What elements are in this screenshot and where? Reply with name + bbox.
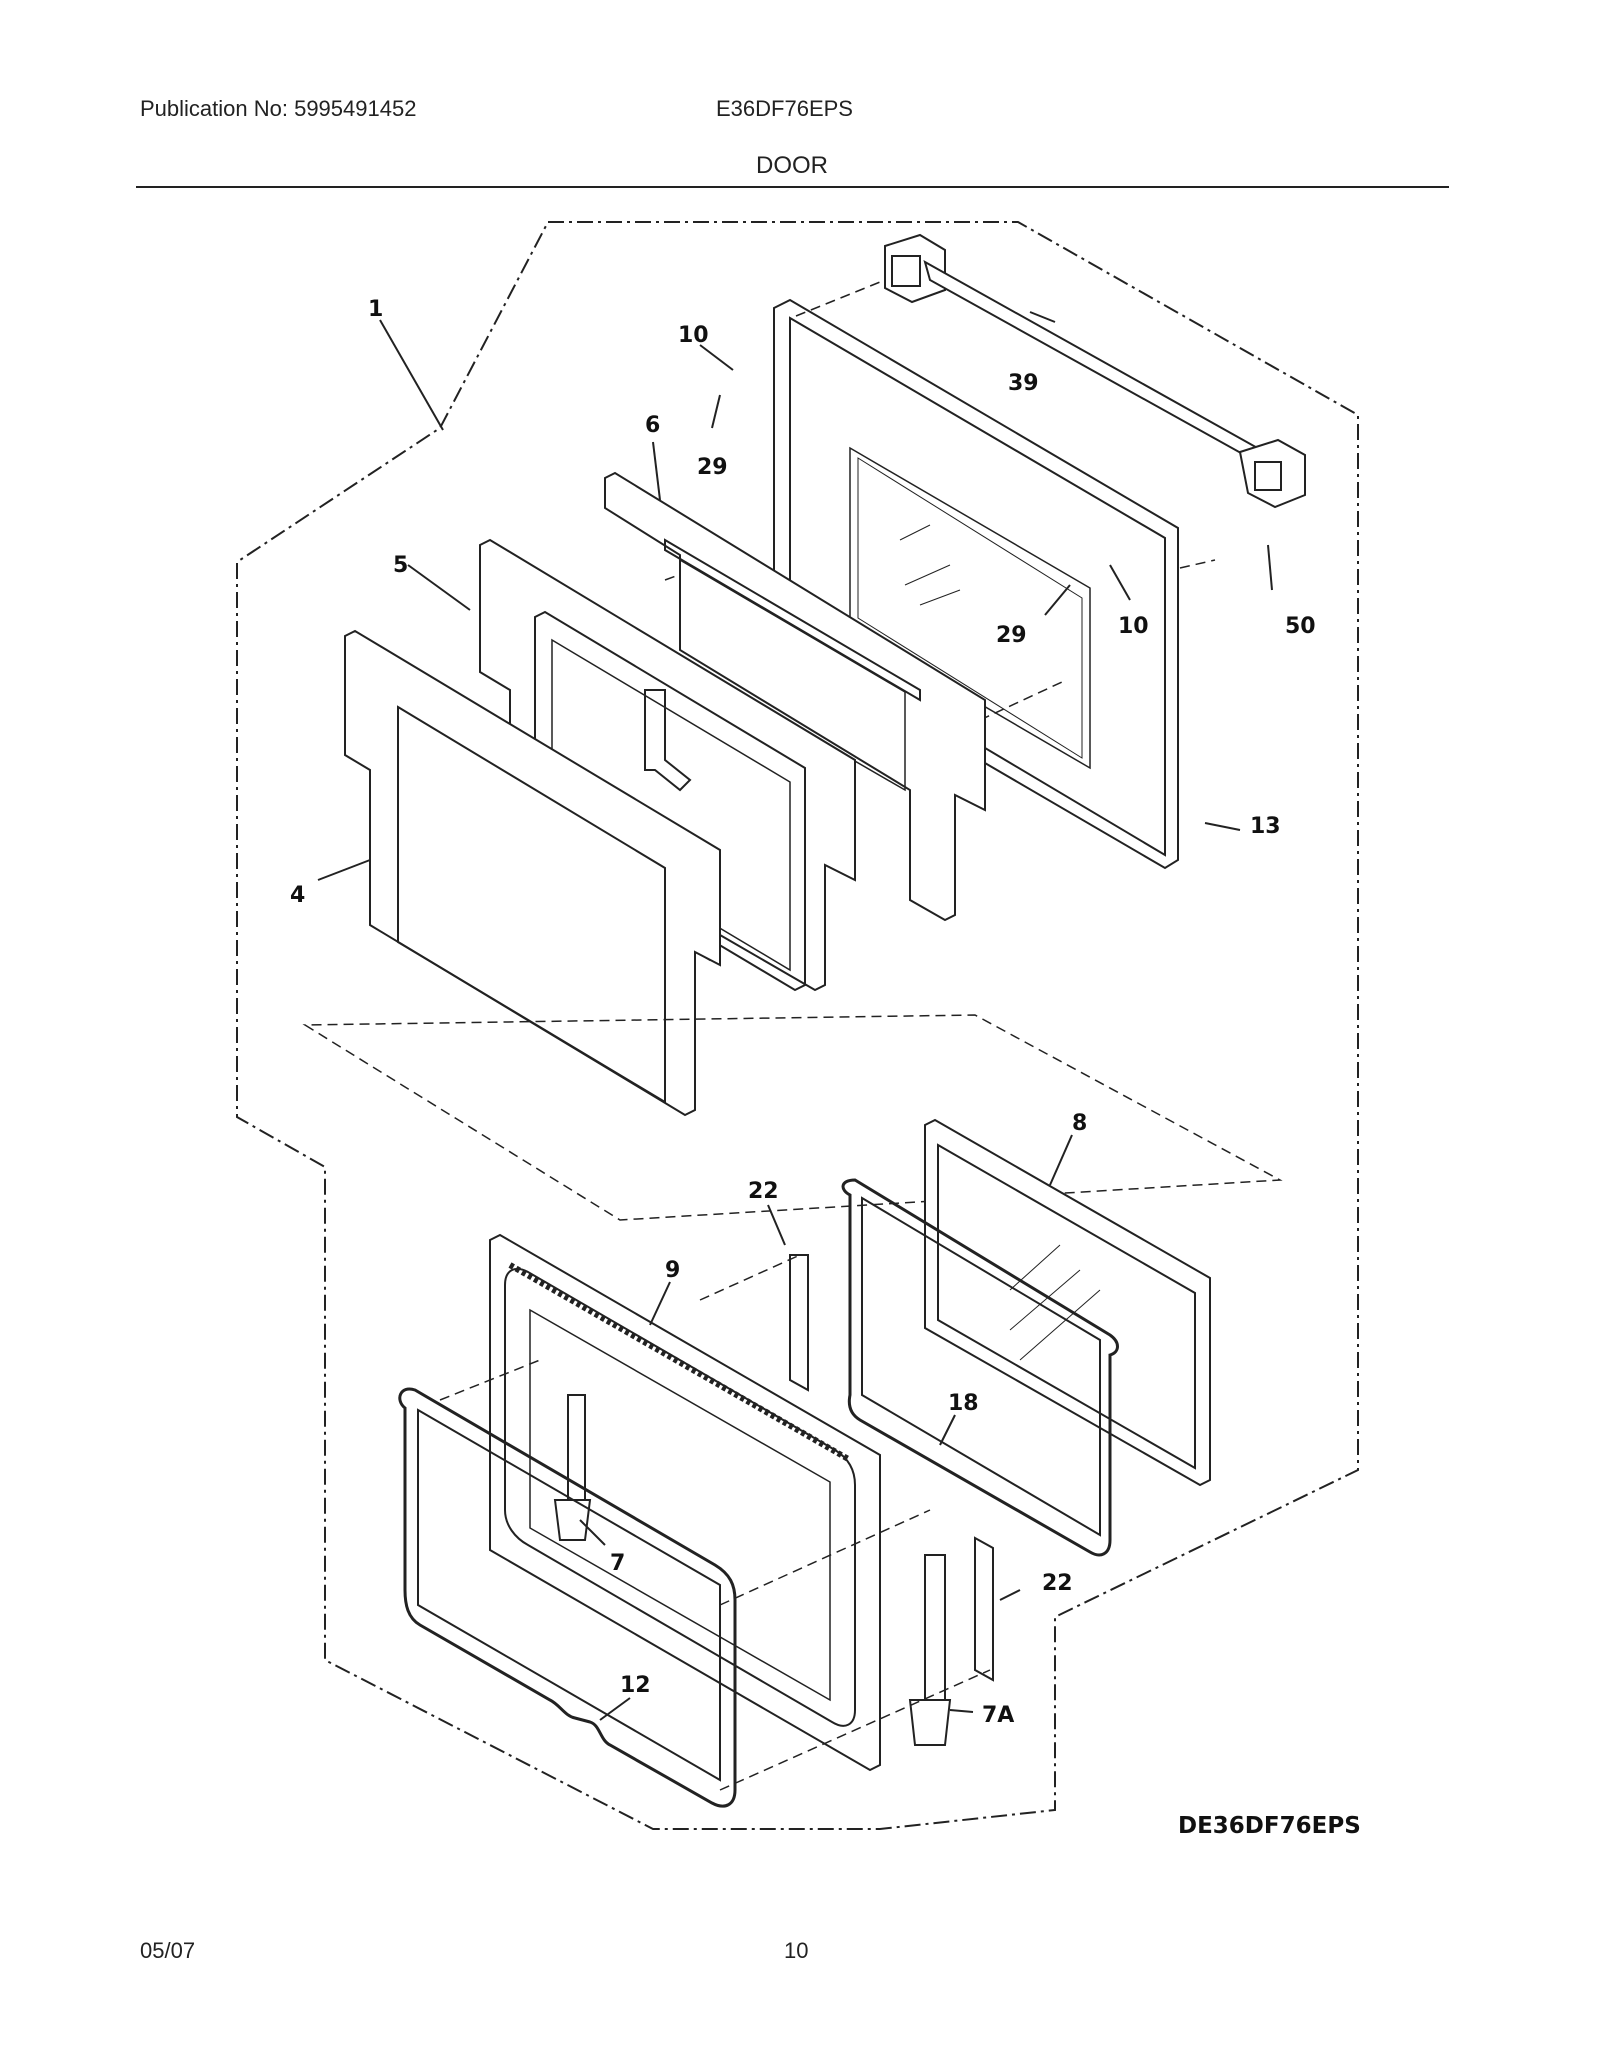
inner-door-panel (489, 1233, 881, 1772)
callout-7a: 7A (982, 1703, 1014, 1728)
callout-labels: 1 10 29 6 39 5 29 10 50 13 4 8 22 9 18 7… (290, 297, 1361, 1839)
callout-5: 5 (393, 553, 408, 578)
diagram-code: DE36DF76EPS (1178, 1813, 1361, 1839)
callout-29a: 29 (697, 455, 728, 480)
callout-8: 8 (1072, 1111, 1087, 1136)
section-title: DOOR (756, 152, 828, 179)
callout-4: 4 (290, 883, 305, 908)
callout-50: 50 (1285, 614, 1316, 639)
upper-plane (302, 1014, 1283, 1221)
callout-29b: 29 (996, 623, 1027, 648)
assembly-boundary (236, 221, 1359, 1830)
callout-1: 1 (368, 297, 383, 322)
callout-18: 18 (948, 1391, 979, 1416)
callout-12: 12 (620, 1673, 651, 1698)
door-handle (884, 233, 1306, 509)
callout-6: 6 (645, 413, 660, 438)
hinge-7a (908, 1554, 952, 1746)
oven-door-gasket (398, 1387, 737, 1808)
model-number: E36DF76EPS (716, 96, 853, 121)
panel-4 (344, 629, 721, 1117)
callout-13: 13 (1250, 814, 1281, 839)
callout-22b: 22 (1042, 1571, 1073, 1596)
callout-10a: 10 (678, 323, 709, 348)
hinge-7 (553, 1394, 592, 1541)
callout-7: 7 (610, 1551, 625, 1576)
page-number: 10 (784, 1938, 809, 1963)
publication-number: Publication No: 5995491452 (140, 96, 417, 121)
header-rule (136, 186, 1449, 188)
inner-glass-frame (841, 1118, 1211, 1557)
callout-22a: 22 (748, 1179, 779, 1204)
callout-10b: 10 (1118, 614, 1149, 639)
callout-39: 39 (1008, 371, 1039, 396)
strip-22-lower (974, 1536, 994, 1682)
publication-date: 05/07 (140, 1938, 196, 1963)
strip-22-upper (789, 1254, 809, 1392)
callout-9: 9 (665, 1258, 680, 1283)
outer-door-panel (773, 298, 1179, 870)
